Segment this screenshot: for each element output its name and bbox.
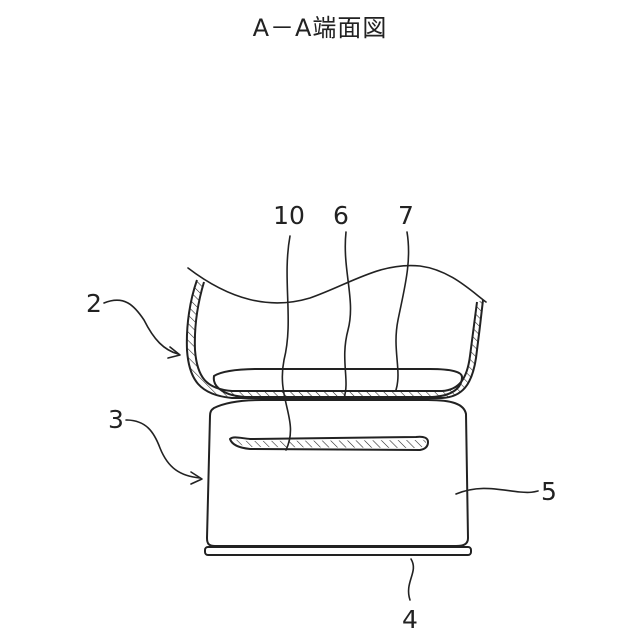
ref-label-2: 2 (86, 289, 102, 318)
leader-6 (344, 232, 351, 398)
base-block-5 (207, 400, 468, 546)
ref-label-7: 7 (398, 201, 414, 230)
leader-5 (456, 488, 538, 494)
leader-2 (104, 300, 178, 354)
ref-label-3: 3 (108, 405, 124, 434)
leader-3 (126, 420, 200, 478)
ref-label-6: 6 (333, 201, 349, 230)
ref-label-5: 5 (541, 477, 557, 506)
leader-7 (396, 232, 409, 390)
ref-label-4: 4 (402, 605, 418, 634)
leader-10 (282, 236, 290, 450)
ref-label-10: 10 (273, 201, 305, 230)
upper-member-2 (187, 266, 486, 398)
bottom-plate-4 (205, 547, 471, 555)
leader-4 (409, 559, 414, 600)
